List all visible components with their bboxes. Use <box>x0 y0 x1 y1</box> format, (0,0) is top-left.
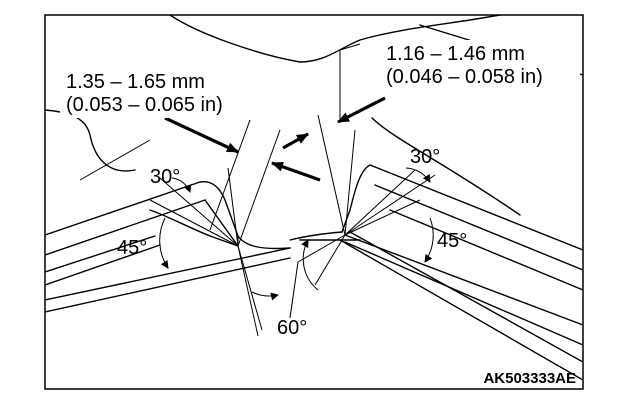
figure-frame <box>44 14 584 390</box>
right-valve-seat <box>289 43 583 381</box>
left-width-indicator <box>164 116 321 182</box>
left-dimension-mm: 1.35 – 1.65 mm <box>66 71 205 93</box>
angle-30-left-label: 30° <box>150 166 180 188</box>
angle-45-right-label: 45° <box>437 230 467 252</box>
sixty-degree-angle-lines <box>237 245 299 331</box>
left-dimension-in: (0.053 – 0.065 in) <box>66 94 223 116</box>
figure-code: AK503333AE <box>483 370 576 387</box>
left-valve-seat <box>45 119 291 337</box>
angle-45-left-label: 45° <box>117 237 147 259</box>
angle-60-label: 60° <box>277 317 307 339</box>
right-dimension-in: (0.046 – 0.058 in) <box>386 66 543 88</box>
right-width-indicator <box>282 96 386 150</box>
angle-arcs <box>159 167 434 301</box>
angle-30-right-label: 30° <box>410 146 440 168</box>
right-dimension-mm: 1.16 – 1.46 mm <box>386 43 525 65</box>
